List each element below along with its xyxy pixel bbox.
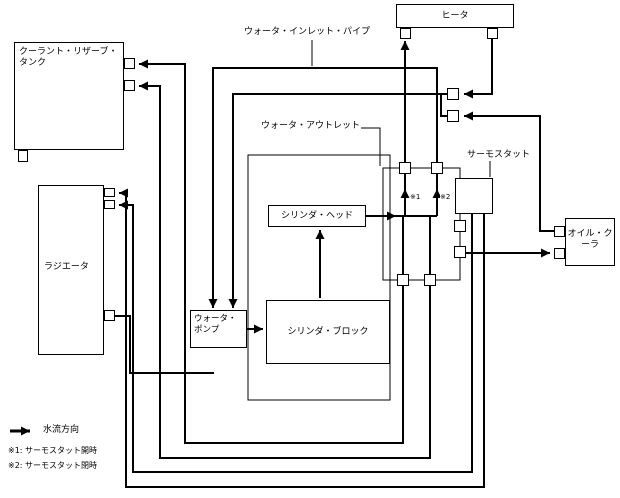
radiator-conn-1 [104, 188, 115, 197]
water-outlet-label: ウォータ・アウトレット [260, 121, 362, 131]
housing-conn-right-1 [454, 220, 466, 232]
flow-oil-cooler-return [464, 111, 554, 232]
water-pump-box: ウォータ・ポンプ [190, 310, 247, 348]
legend-note-1: ※1: サーモスタット開時 [8, 446, 98, 455]
oil-cooler-label: オイル・クーラ [567, 229, 613, 250]
tank-conn-1 [124, 58, 135, 69]
oil-cooler-box: オイル・クーラ [565, 218, 615, 266]
water-outlet-housing [382, 167, 461, 281]
water-pump-label: ウォータ・ポンプ [194, 314, 237, 335]
heater-conn-left [400, 28, 411, 39]
water-inlet-pipe-label: ウォータ・インレット・パイプ [243, 27, 372, 37]
flow-heater-return [464, 39, 493, 99]
flow-oil-return-join [440, 94, 447, 117]
water-outlet-leader-line [358, 127, 381, 166]
housing-conn-bottom-2 [424, 274, 436, 286]
radiator-label: ラジエータ [44, 262, 89, 272]
flow-radiator-outlet [115, 315, 214, 374]
cylinder-head-box: シリンダ・ヘッド [268, 205, 366, 227]
engine-outline [247, 154, 391, 401]
heater-conn-right [487, 28, 498, 39]
flow-to-reserve-tank-1 [139, 59, 404, 444]
inlet-pipe-conn-2 [447, 110, 459, 122]
housing-conn-right-2 [454, 246, 466, 258]
cylinder-block-box: シリンダ・ブロック [266, 300, 390, 364]
flow-to-radiator-1 [119, 200, 473, 473]
thermostat-label: サーモスタット [466, 150, 532, 160]
coolant-reserve-tank-box: クーラント・リザーブ・タンク [14, 42, 124, 150]
flow-to-radiator-2 [119, 188, 485, 488]
cylinder-head-label: シリンダ・ヘッド [280, 210, 353, 221]
housing-conn-bottom-1 [397, 274, 409, 286]
flow-inlet-pipe-2 [228, 93, 447, 308]
coolant-reserve-tank-label: クーラント・リザーブ・タンク [19, 47, 118, 68]
flow-bypass-inlet-pipe [208, 67, 438, 308]
heater-box: ヒータ [396, 4, 514, 28]
marker-1-label: ※1 [410, 193, 421, 201]
housing-conn-top-1 [399, 162, 411, 174]
thermostat-box [455, 178, 493, 214]
oil-cooler-conn-2 [554, 248, 565, 259]
inlet-pipe-conn-1 [447, 88, 459, 100]
radiator-box: ラジエータ [38, 185, 104, 355]
heater-label: ヒータ [441, 10, 469, 21]
housing-conn-top-2 [431, 162, 443, 174]
radiator-conn-2 [104, 200, 115, 209]
tank-conn-bottom [18, 150, 28, 162]
flow-to-reserve-tank-2 [139, 81, 431, 459]
tank-conn-2 [124, 80, 135, 91]
legend-note-2: ※2: サーモスタット閉時 [8, 461, 98, 470]
radiator-conn-outlet [104, 310, 115, 321]
flow-direction-label: 水流方向 [42, 425, 81, 435]
oil-cooler-conn-1 [554, 226, 565, 237]
marker-2-label: ※2 [440, 193, 451, 201]
cylinder-block-label: シリンダ・ブロック [287, 326, 369, 337]
